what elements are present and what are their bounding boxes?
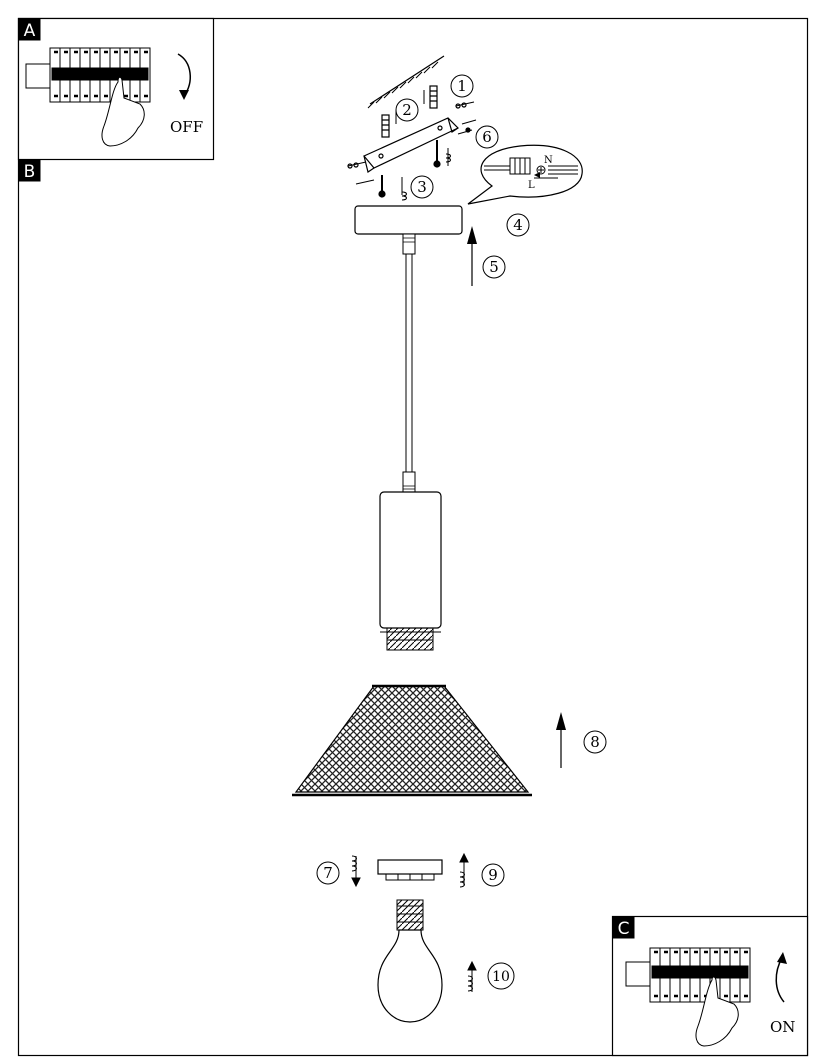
wall-plug-left — [381, 114, 390, 138]
ceiling-mount — [347, 55, 477, 198]
step-labels — [316, 74, 607, 990]
wiring-bubble — [467, 144, 583, 205]
off-label: OFF — [170, 118, 203, 136]
step-10-label: 10 — [492, 969, 510, 985]
step-2-label: 2 — [402, 101, 412, 119]
step-9-label: 9 — [488, 866, 498, 884]
step-7-circle — [316, 861, 340, 885]
panel-c-badge — [612, 916, 635, 939]
mesh-shade — [294, 685, 530, 793]
panel-b-badge — [18, 159, 41, 182]
panel-c: C ON — [611, 915, 809, 1057]
on-label: ON — [770, 1018, 795, 1036]
shade-rims — [292, 684, 532, 797]
breaker-panel-on-icon — [625, 947, 751, 1003]
shade-ring — [377, 859, 443, 875]
earth-terminal-icon — [536, 165, 546, 175]
step-10-circle — [487, 962, 515, 990]
cable-grip-top — [402, 233, 416, 255]
wiring-callout: N L — [467, 144, 583, 205]
suspension-cable — [405, 254, 413, 472]
off-arrow-head-icon — [179, 90, 189, 100]
panel-a-badge — [18, 18, 41, 41]
step-8-circle — [583, 730, 607, 754]
page-border — [17, 17, 809, 1057]
panel-a: A OFF — [17, 17, 215, 161]
step-2-circle — [395, 98, 419, 122]
panel-c-letter: C — [618, 919, 630, 939]
breaker-panel-off-icon — [25, 47, 151, 103]
step-7-label: 7 — [323, 864, 333, 882]
light-bulb-icon — [377, 899, 443, 1023]
ceiling-canopy — [354, 205, 463, 235]
step-4-label: 4 — [513, 216, 523, 234]
wall-plug-right — [429, 85, 438, 109]
step-1-label: 1 — [457, 77, 467, 95]
panel-b-letter: B — [24, 162, 36, 182]
live-label: L — [528, 180, 535, 191]
hand-off-icon — [101, 76, 145, 147]
rotation-markers — [351, 153, 477, 992]
step-8-arrow-head — [556, 712, 566, 730]
lamp-holder-thread — [386, 627, 434, 651]
step-9-circle — [481, 863, 505, 887]
lamp-holder — [379, 491, 442, 629]
step-6-label: 6 — [482, 128, 492, 146]
ceiling-line — [369, 55, 445, 105]
step-1-circle — [450, 74, 474, 98]
step-5-circle — [482, 255, 506, 279]
on-arrow-head-icon — [777, 952, 787, 964]
panel-b: B — [18, 159, 41, 182]
step-3-circle — [410, 175, 434, 199]
step-8-label: 8 — [590, 733, 600, 751]
step-6-circle — [475, 125, 499, 149]
mounting-bracket — [363, 117, 460, 169]
neutral-label: N — [544, 155, 553, 166]
step-3-label: 3 — [417, 178, 427, 196]
panel-a-letter: A — [24, 21, 36, 41]
ceiling-hatch — [367, 61, 439, 109]
step-4-circle — [506, 213, 530, 237]
step-5-arrow-head — [467, 226, 477, 244]
step-5-label: 5 — [489, 258, 499, 276]
hand-on-icon — [695, 976, 739, 1047]
